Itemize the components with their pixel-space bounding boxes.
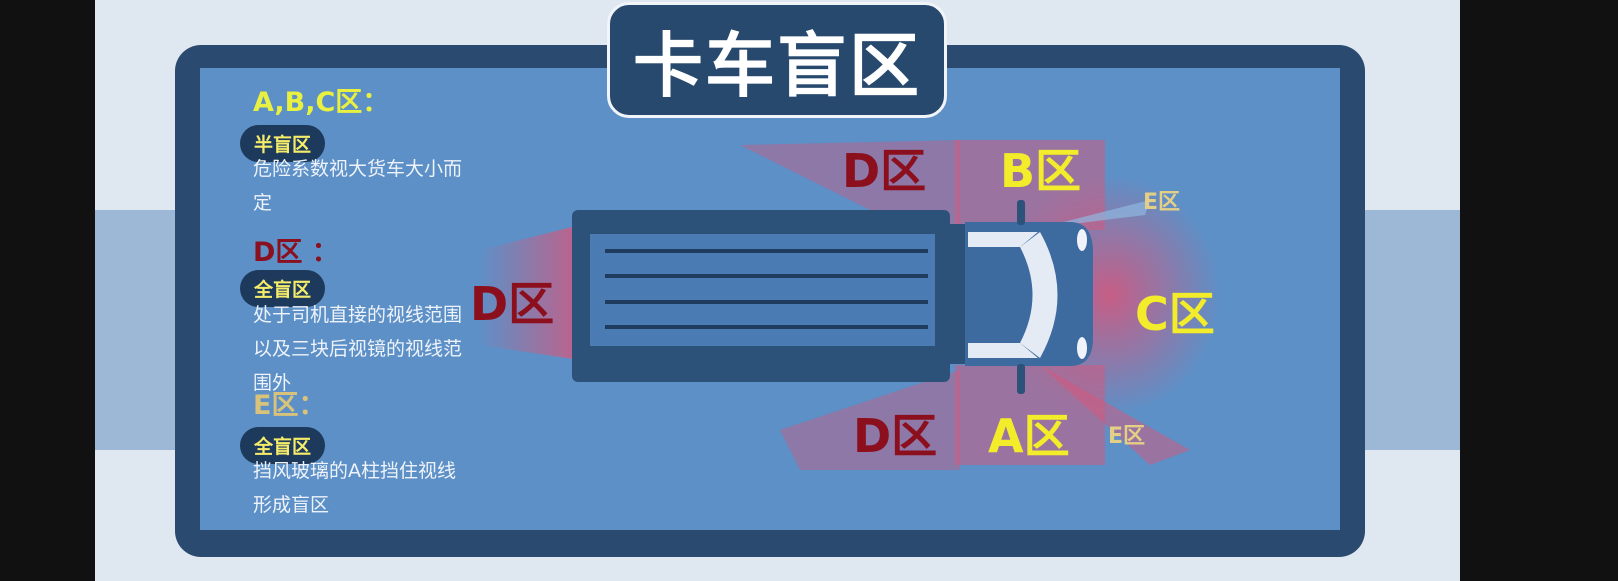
blind-zone-e-bottom (1040, 365, 1190, 465)
legend-heading-abc: A,B,C区： (253, 87, 390, 118)
blind-zone-top-d (740, 140, 960, 225)
zone-label-d-top: D区 (842, 144, 927, 198)
zone-label-d-rear: D区 (470, 277, 555, 331)
zone-label-b: B区 (1000, 144, 1082, 198)
zone-label-e-top: E区 (1143, 190, 1181, 215)
side-window-top (968, 232, 1038, 247)
cab (965, 222, 1093, 366)
blind-zone-e-top (1040, 200, 1150, 228)
legend-heading-d: D区 ： (253, 237, 339, 268)
legend-desc-e: 挡风玻璃的A柱挡住视线形成盲区 (253, 460, 456, 516)
side-band-left (95, 210, 175, 450)
mirror-top (1017, 200, 1025, 225)
side-band-right (1365, 210, 1460, 450)
blind-zone-bottom-d (780, 370, 960, 470)
headlight-top (1077, 229, 1087, 251)
legend-heading-e: E区： (253, 390, 326, 421)
zone-label-d-bottom: D区 (853, 409, 938, 463)
windshield (1020, 232, 1058, 358)
blind-zone-rear-d (480, 225, 580, 360)
legend-desc-d: 处于司机直接的视线范围以及三块后视镜的视线范围外 (253, 304, 463, 394)
legend-badge-abc: 半盲区 (240, 125, 326, 162)
zone-label-e-bottom: E区 (1108, 424, 1146, 449)
zone-label-c: C区 (1135, 287, 1215, 341)
headlight-bottom (1077, 337, 1087, 359)
side-window-bottom (968, 343, 1038, 358)
legend-badge-e: 全盲区 (240, 427, 326, 464)
mirror-bottom (1017, 364, 1025, 394)
legend-badge-d: 全盲区 (240, 270, 326, 307)
page-title: 卡车盲区 (607, 2, 947, 118)
zone-label-a: A区 (988, 409, 1070, 463)
legend-desc-abc: 危险系数视大货车大小而定 (253, 158, 463, 214)
